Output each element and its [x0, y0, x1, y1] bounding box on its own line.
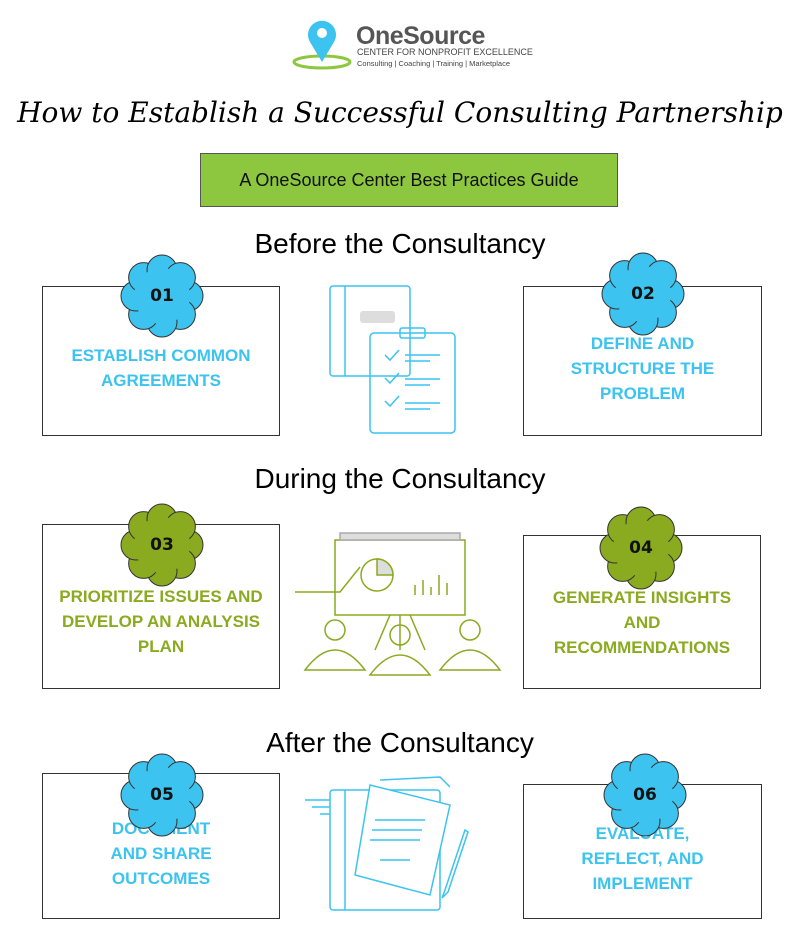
step-badge-02: 02	[600, 251, 686, 337]
step-badge-01: 01	[119, 253, 205, 339]
flower-icon	[120, 254, 204, 338]
flower-icon	[120, 503, 204, 587]
subtitle-banner: A OneSource Center Best Practices Guide	[200, 153, 618, 207]
section-heading-before: Before the Consultancy	[254, 228, 546, 259]
presentation-audience-icon	[295, 532, 502, 676]
step-badge-06: 06	[602, 752, 688, 838]
section-heading-during: During the Consultancy	[254, 463, 546, 494]
flower-icon	[603, 753, 687, 837]
step-badge-05: 05	[119, 752, 205, 838]
section-heading-after: After the Consultancy	[266, 727, 534, 758]
logo-name: OneSource	[356, 22, 485, 50]
location-pin-icon	[292, 20, 352, 70]
documents-pen-icon	[305, 776, 469, 911]
flower-icon	[599, 506, 683, 590]
flower-icon	[601, 252, 685, 336]
flower-icon	[120, 753, 204, 837]
step-box-02: DEFINE AND STRUCTURE THE PROBLEM	[523, 286, 762, 436]
checklist-clipboard-icon	[329, 285, 456, 434]
logo-subtitle: CENTER FOR NONPROFIT EXCELLENCE	[357, 47, 533, 57]
step-badge-03: 03	[119, 502, 205, 588]
logo-tagline: Consulting | Coaching | Training | Marke…	[357, 59, 511, 68]
page-title: How to Establish a Successful Consulting…	[17, 96, 783, 129]
step-badge-04: 04	[598, 505, 684, 591]
